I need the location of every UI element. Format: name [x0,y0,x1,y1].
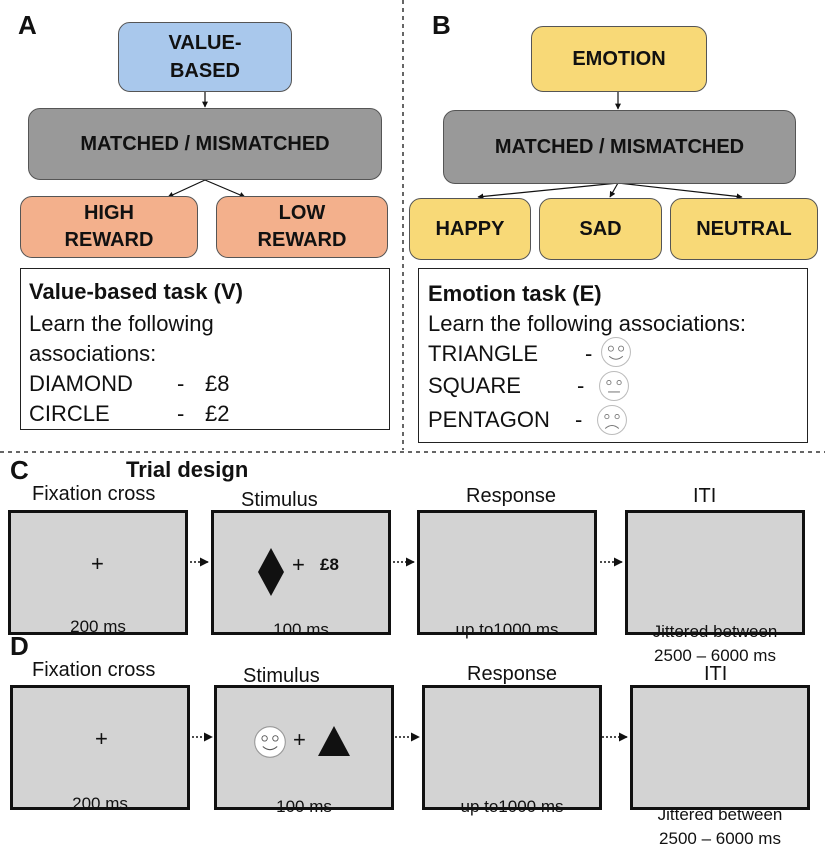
happy-face-icon [601,337,631,367]
d-fixation-duration: 200 ms [72,794,128,813]
panel-d-letter: D [10,631,29,661]
value-task-instruction-1: Learn the following [29,311,214,336]
pair-pentagon-shape: PENTAGON [428,407,550,432]
arrow-b-mid [609,182,619,198]
value-task-box: Value-based task (V) Learn the following… [20,268,390,430]
neutral-face-icon [599,371,629,401]
panel-c-letter: C [10,455,29,485]
low-reward-node: LOW REWARD [216,196,388,258]
c-iti-screen [625,510,805,635]
d-iti-screen [630,685,810,810]
pair-triangle-dash: - [585,341,593,366]
pair-square-shape: SQUARE [428,373,521,398]
emotion-node: EMOTION [531,26,707,92]
d-response-label: Response [467,663,558,685]
emotion-task-instruction: Learn the following associations: [428,311,746,336]
emotion-task-box: Emotion task (E) Learn the following ass… [418,268,808,443]
panel-b-letter: B [432,10,451,40]
c-response-label: Response [466,485,557,507]
pair-diamond-value: £8 [205,371,230,396]
pair-triangle-shape: TRIANGLE [428,341,539,366]
d-response-screen [422,685,602,810]
value-based-node: VALUE- BASED [118,22,292,92]
neutral-node: NEUTRAL [670,198,818,260]
d-fixation-cross: + [95,726,108,751]
pair-diamond-shape: DIAMOND [29,371,133,396]
arrow-b-left [477,182,619,200]
d-fixation-screen: + [10,685,190,810]
d-stimulus-screen: + [214,685,394,810]
c-fixation-cross: + [91,551,104,576]
arrow-a-right [204,179,246,198]
high-reward-node: HIGH REWARD [20,196,198,258]
c-stimulus-cross: + [292,552,305,577]
pair-circle-shape: CIRCLE [29,401,110,426]
pair-diamond-dash: - [177,371,185,396]
d-iti-label: ITI [704,663,728,685]
c-stimulus-value: £8 [320,555,339,574]
emotion-task-title: Emotion task (E) [428,281,602,306]
pair-square-dash: - [577,373,585,398]
c-iti-duration: Jittered between 2500 – 6000 ms [652,622,778,665]
d-fixation-label: Fixation cross [32,659,156,681]
c-fixation-screen: + [8,510,188,635]
pair-circle-dash: - [177,401,185,426]
matched-mismatched-node-b: MATCHED / MISMATCHED [443,110,796,184]
matched-mismatched-node-a: MATCHED / MISMATCHED [28,108,382,180]
c-response-screen [417,510,597,635]
value-task-title: Value-based task (V) [29,279,243,304]
triangle-icon [318,726,350,756]
arrow-a-left [167,179,206,198]
happy-face-icon [254,726,286,758]
panel-a-letter: A [18,10,37,40]
d-stimulus-cross: + [293,727,306,752]
d-response-duration: up to1000 ms [460,797,564,816]
happy-node: HAPPY [409,198,531,260]
c-fixation-label: Fixation cross [32,483,156,505]
c-iti-label: ITI [693,485,717,507]
c-response-duration: up to1000 ms [455,620,559,639]
diamond-icon [258,548,284,596]
pair-circle-value: £2 [205,401,230,426]
c-stimulus-screen: + £8 [211,510,391,635]
d-stimulus-duration: 100 ms [276,797,332,816]
pair-pentagon-dash: - [575,407,583,432]
d-iti-duration: Jittered between 2500 – 6000 ms [657,805,783,848]
trial-design-title: Trial design [126,457,249,482]
arrow-b-right [617,182,743,200]
value-task-instruction-2: associations: [29,341,157,366]
sad-face-icon [597,405,627,435]
sad-node: SAD [539,198,662,260]
c-fixation-duration: 200 ms [70,617,126,636]
c-stimulus-duration: 100 ms [273,620,329,639]
